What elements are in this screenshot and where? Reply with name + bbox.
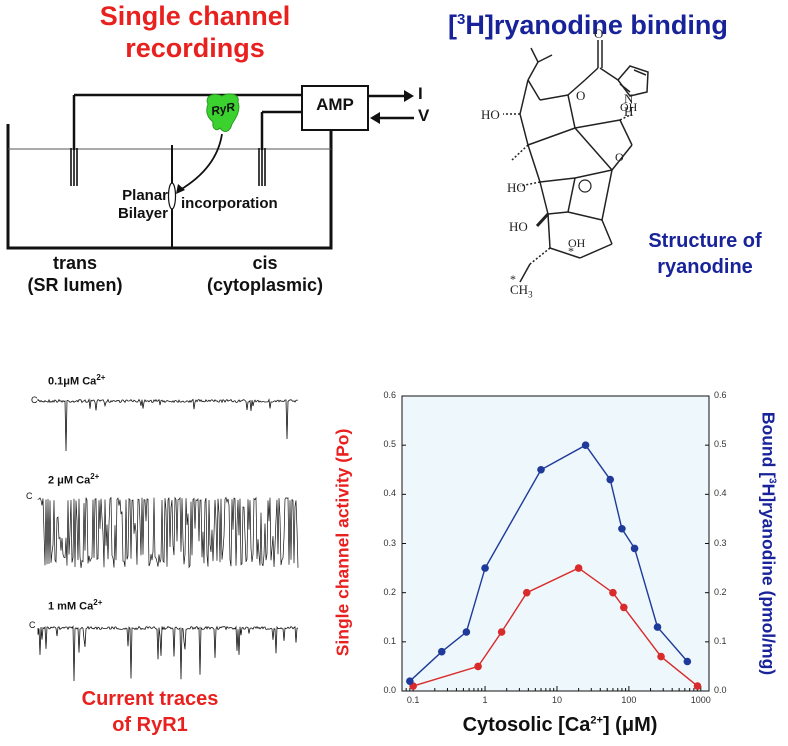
y-axis-label-wrap: Single channel activity (Po) <box>331 396 355 692</box>
trace-3-label: 1 mM Ca2+ <box>48 598 103 613</box>
atom-ho-1: HO <box>481 107 500 122</box>
trace-3-closed-mark: C <box>29 620 36 630</box>
series-2-point <box>406 677 414 685</box>
series-2-point <box>481 564 489 572</box>
trans-label: trans (SR lumen) <box>27 253 123 295</box>
y2-tick-label: 0.1 <box>714 635 727 646</box>
atom-n: N <box>624 91 634 106</box>
incorporation-arrow <box>179 133 223 191</box>
chamber-wall <box>6 124 333 250</box>
atom-o-cage: O <box>615 150 624 164</box>
series-layer <box>406 441 702 690</box>
voltage-input-label: V <box>418 106 430 125</box>
incorporation-arrow-head <box>176 184 185 194</box>
atom-star-1: * <box>568 244 574 258</box>
series-2-point <box>618 524 626 533</box>
x-axis-label: Cytosolic [Ca2+] (μM) <box>462 714 658 736</box>
atom-ch3: CH3 <box>510 282 533 300</box>
trace-2-label: 2 μM Ca2+ <box>48 472 100 487</box>
y-tick-label: 0.4 <box>383 488 396 499</box>
series-2-point <box>606 475 615 484</box>
series-2-point <box>537 465 545 474</box>
y-tick-label: 0.2 <box>383 586 396 597</box>
atom-ho-2: HO <box>507 180 526 195</box>
y2-tick-label: 0.4 <box>714 488 727 499</box>
ryr-protein-icon <box>206 93 240 132</box>
x-tick-label: 1 <box>482 695 488 705</box>
v-arrow-head <box>370 112 380 124</box>
y-axis-label: Single channel activity (Po) <box>332 428 353 657</box>
bilayer-membrane <box>167 182 177 210</box>
y2-tick-label: 0.2 <box>714 586 727 597</box>
stereo-center-marker <box>578 179 592 193</box>
x-tick-label: 100 <box>621 695 637 705</box>
series-1-point <box>620 603 628 612</box>
trans-electrode <box>70 148 78 186</box>
atom-o-carbonyl: O <box>594 26 604 41</box>
x-tick-label: 1000 <box>690 695 711 705</box>
y-tick-label: 0.5 <box>383 439 396 450</box>
amp-box <box>301 85 369 131</box>
atom-star-2: * <box>510 272 516 286</box>
series-1-point <box>497 628 506 636</box>
bilayer-title: Single channel recordings <box>99 1 291 63</box>
series-2-point <box>683 657 692 666</box>
trace-1 <box>37 397 298 452</box>
cis-label: cis (cytoplasmic) <box>206 253 324 295</box>
ryanodine-binding-title: [3H]ryanodine binding <box>448 10 728 40</box>
amp-label: AMP <box>316 95 354 114</box>
i-arrow-head <box>404 90 414 102</box>
y2-axis-label: Bound [3H]ryanodine (pmol/mg) <box>758 411 779 676</box>
atom-oh-1: OH <box>620 100 638 114</box>
y-tick-label: 0.6 <box>383 390 396 400</box>
atom-ho-3: HO <box>509 219 528 234</box>
series-2-point <box>581 441 590 449</box>
series-2-point <box>630 544 639 553</box>
y-tick-label: 0.3 <box>383 537 396 548</box>
series-2-point <box>653 623 662 631</box>
y2-tick-label: 0.3 <box>714 537 727 548</box>
atom-o-ester: O <box>576 88 586 103</box>
series-1-point <box>574 564 583 572</box>
atom-h: H <box>624 104 634 119</box>
trace-1-closed-mark: C <box>31 395 38 405</box>
series-1-point <box>609 588 617 597</box>
atom-oh-2: OH <box>568 236 586 250</box>
traces-caption: Current traces of RyR1 <box>81 688 219 736</box>
series-1-point <box>522 588 531 597</box>
x-tick-label: 10 <box>551 695 562 705</box>
current-output-label: I <box>418 84 423 103</box>
planar-bilayer-label: Planar Bilayer <box>117 187 168 222</box>
series-2-point <box>462 628 471 636</box>
cis-electrode <box>258 148 266 186</box>
structure-caption: Structure of ryanodine <box>648 230 762 278</box>
trace-2-closed-mark: C <box>26 491 33 501</box>
y-tick-label: 0.1 <box>383 635 396 646</box>
series-1-point <box>657 652 665 661</box>
y2-axis-label-wrap: Bound [3H]ryanodine (pmol/mg) <box>756 380 780 710</box>
x-tick-label: 0.1 <box>406 695 420 705</box>
series-1-point <box>474 662 482 671</box>
series-2-point <box>437 647 446 656</box>
series-1-point <box>693 682 702 690</box>
incorporation-label: incorporation <box>181 195 278 212</box>
y-tick-label: 0.0 <box>383 685 396 695</box>
trace-1-label: 0.1μM Ca2+ <box>48 373 106 388</box>
y2-tick-label: 0.0 <box>714 685 727 695</box>
trace-3 <box>37 625 299 682</box>
trace-2 <box>37 496 299 569</box>
y2-tick-label: 0.5 <box>714 439 727 450</box>
y2-tick-label: 0.6 <box>714 390 727 400</box>
